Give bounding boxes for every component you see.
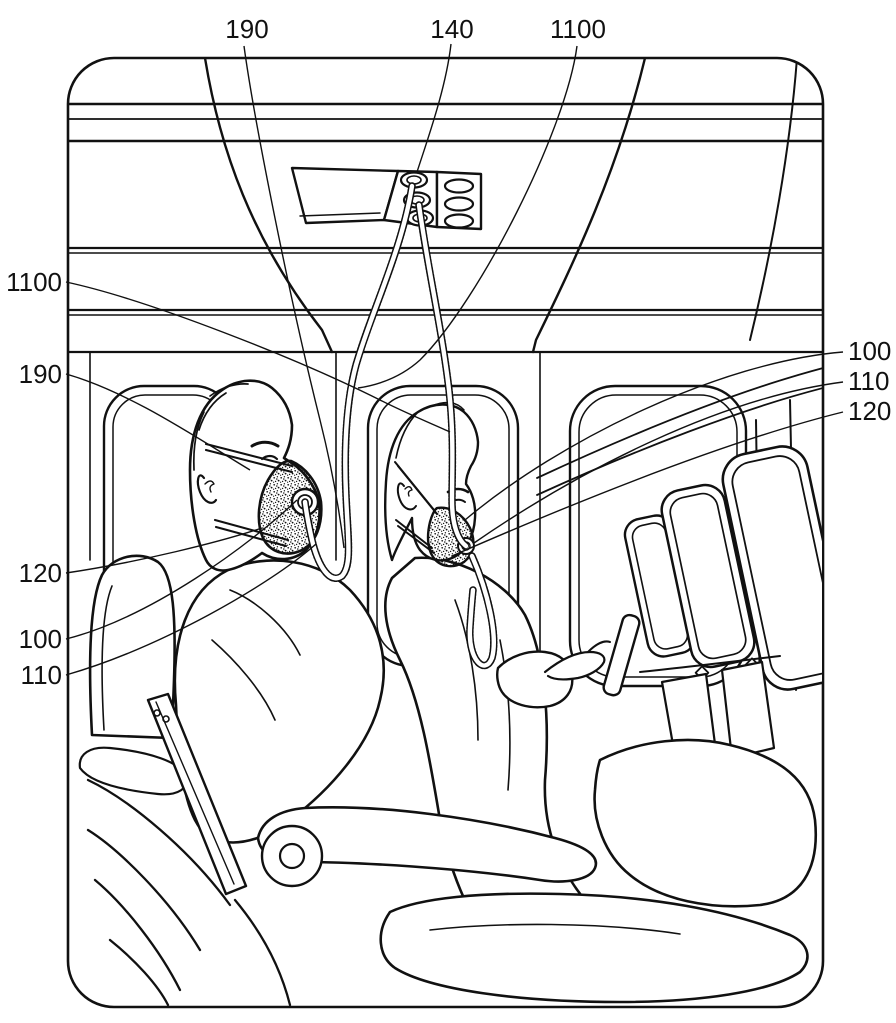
passenger-left-brow: [250, 440, 280, 448]
ref-label-100-right: 100: [848, 336, 891, 366]
seat-cushion-pleats: [86, 778, 292, 1006]
leader-190-top: [243, 45, 345, 549]
thumb: [587, 640, 611, 653]
leader-190-left: [65, 373, 251, 471]
reference-numerals: 190 140 1100 1100 190 120 100 110 100 11…: [6, 14, 891, 690]
leader-100-right: [464, 351, 844, 521]
leader-110-right: [473, 381, 844, 544]
passenger-left-ear: [196, 474, 218, 504]
ref-label-1100-top: 1100: [550, 14, 606, 44]
leader-110-left: [65, 543, 317, 676]
seat-bolster-right: [593, 738, 818, 908]
leader-1100-left: [65, 281, 451, 433]
psu-vents: [443, 178, 475, 229]
ceiling-pillar-curves: [203, 59, 798, 354]
mask-strap-right: [394, 461, 438, 554]
oxygen-tube-right: [415, 201, 498, 670]
phone: [602, 613, 641, 697]
oxygen-tubes: [301, 182, 498, 670]
overhead-bin-edge: [536, 367, 822, 479]
overhead-bin-edge-2: [536, 387, 822, 496]
ref-label-190-top: 190: [225, 14, 268, 44]
passenger-right-hair: [395, 411, 419, 459]
seat-frame-strut: [146, 692, 248, 896]
ref-label-110-left: 110: [21, 660, 62, 690]
psu-vent-panel: [435, 170, 483, 231]
ref-label-120-right: 120: [848, 396, 891, 426]
passenger-left: [173, 379, 386, 844]
seat-pan-cushion: [379, 892, 809, 1004]
passenger-right-ear: [396, 482, 417, 511]
passenger-left-hair: [192, 383, 249, 471]
leader-100-left: [65, 499, 298, 640]
seatback-monitor-2: [660, 483, 756, 669]
oxygen-tube-left: [301, 182, 416, 582]
tray-table-2: [720, 660, 776, 760]
leader-lines: [65, 43, 844, 676]
ref-label-1100-left: 1100: [6, 267, 62, 297]
hand: [543, 650, 606, 681]
seatback-monitor-1: [721, 445, 822, 691]
ref-label-100-left: 100: [19, 624, 62, 654]
seat-headrest-left: [88, 554, 176, 740]
ref-label-140-top: 140: [430, 14, 473, 44]
passenger-right-arm: [496, 613, 641, 709]
leader-1100-top: [357, 45, 578, 389]
cabin-ceiling-lines: [69, 102, 822, 354]
armrest-pivot: [260, 824, 324, 888]
leader-120-right: [451, 411, 844, 557]
cabin-seats: [78, 692, 818, 1006]
overhead-psu: [290, 166, 483, 231]
leader-120-left: [65, 527, 263, 574]
ref-label-110-right: 110: [848, 366, 889, 396]
ref-label-190-left: 190: [19, 359, 62, 389]
ref-label-120-left: 120: [19, 558, 62, 588]
leader-140-top: [416, 43, 452, 173]
